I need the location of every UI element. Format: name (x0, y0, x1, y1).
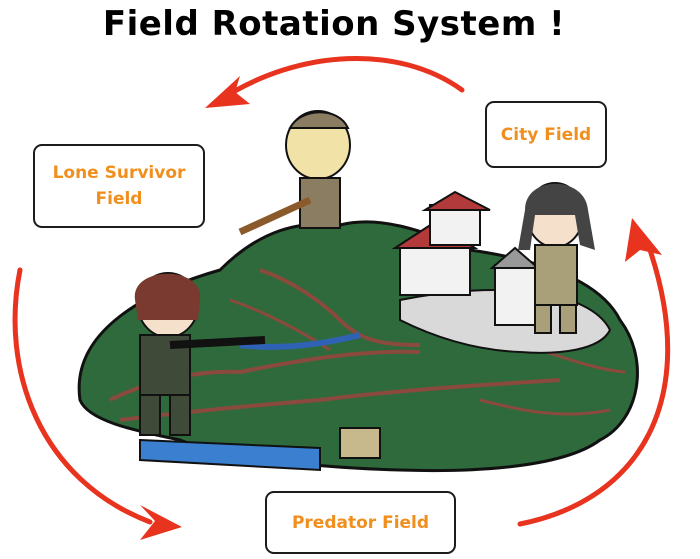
page-title: Field Rotation System ! (102, 4, 566, 44)
city-field-text: City Field (500, 124, 592, 145)
predator-field-text: Predator Field (291, 512, 430, 533)
arrowhead-right-icon (625, 218, 662, 262)
arrow-predator-to-city (517, 247, 671, 527)
predator-field-label: Predator Field (265, 491, 456, 554)
soldier-left-icon (134, 272, 266, 436)
city-field-label: City Field (485, 101, 607, 168)
arrowhead-top-icon (205, 76, 250, 108)
arrowhead-left-icon (140, 505, 182, 540)
arrow-lone-to-predator (12, 267, 153, 525)
arrow-city-to-lone (217, 55, 465, 103)
lone-survivor-field-label: Lone Survivor Field (33, 144, 205, 228)
soldier-top-icon (238, 110, 351, 236)
house-icon (391, 190, 541, 326)
soldier-right-icon (518, 182, 595, 334)
lone-survivor-field-text: Lone Survivor Field (52, 163, 186, 209)
